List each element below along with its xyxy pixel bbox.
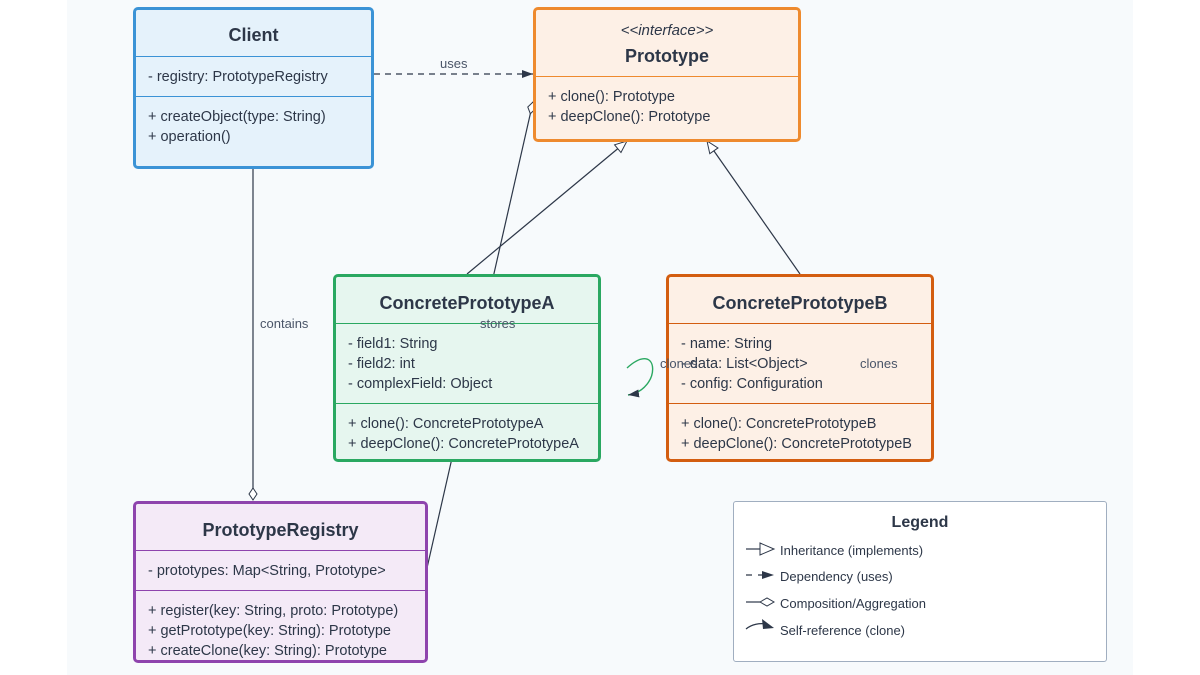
legend-item-self-reference: Self-reference (clone) bbox=[780, 623, 905, 638]
class-name: Prototype bbox=[624, 46, 709, 66]
class-name: ConcretePrototypeB bbox=[669, 277, 931, 324]
class-concrete-prototype-b[interactable]: ConcretePrototypeB - name: String - data… bbox=[666, 274, 934, 462]
methods-section: + register(key: String, proto: Prototype… bbox=[136, 591, 425, 660]
attributes-section: - field1: String - field2: int - complex… bbox=[336, 324, 598, 404]
attribute-row: - complexField: Object bbox=[348, 376, 493, 392]
inheritance-b-line bbox=[707, 141, 801, 275]
clones-label-a: clones bbox=[660, 356, 698, 371]
method-row: + clone(): Prototype bbox=[548, 89, 675, 105]
methods-section: + createObject(type: String) + operation… bbox=[136, 97, 371, 147]
stereotype-label: <<interface>> bbox=[620, 22, 714, 39]
legend: Legend Inheritance (implements) Dependen… bbox=[733, 501, 1107, 662]
aggregation-symbol-icon bbox=[746, 597, 776, 607]
clones-label-b: clones bbox=[860, 356, 898, 371]
uses-label: uses bbox=[440, 56, 468, 71]
attribute-row: - data: List<Object> bbox=[681, 356, 808, 372]
method-row: + createClone(key: String): Prototype bbox=[148, 643, 387, 659]
methods-section: + clone(): ConcretePrototypeB + deepClon… bbox=[669, 404, 931, 454]
method-row: + getPrototype(key: String): Prototype bbox=[148, 623, 391, 639]
attribute-row: - config: Configuration bbox=[681, 376, 823, 392]
inheritance-symbol-icon bbox=[746, 542, 776, 556]
legend-item-composition: Composition/Aggregation bbox=[780, 596, 926, 611]
class-concrete-prototype-a[interactable]: ConcretePrototypeA - field1: String - fi… bbox=[333, 274, 601, 462]
methods-section: + clone(): ConcretePrototypeA + deepClon… bbox=[336, 404, 598, 454]
class-name: Client bbox=[136, 10, 371, 57]
method-row: + createObject(type: String) bbox=[148, 109, 326, 125]
method-row: + clone(): ConcretePrototypeA bbox=[348, 416, 544, 432]
legend-title: Legend bbox=[891, 514, 949, 531]
class-name: PrototypeRegistry bbox=[136, 504, 425, 551]
attributes-section: - registry: PrototypeRegistry bbox=[136, 57, 371, 97]
class-prototype[interactable]: <<interface>> Prototype + clone(): Proto… bbox=[533, 7, 801, 142]
class-name: ConcretePrototypeA bbox=[336, 277, 598, 324]
class-client[interactable]: Client - registry: PrototypeRegistry + c… bbox=[133, 7, 374, 169]
attribute-row: - name: String bbox=[681, 336, 773, 352]
legend-item-inheritance: Inheritance (implements) bbox=[780, 543, 924, 558]
legend-symbols bbox=[745, 542, 776, 630]
method-row: + deepClone(): ConcretePrototypeA bbox=[348, 436, 579, 452]
method-row: + clone(): ConcretePrototypeB bbox=[681, 416, 877, 432]
method-row: + deepClone(): ConcretePrototypeB bbox=[681, 436, 912, 452]
attribute-row: - registry: PrototypeRegistry bbox=[148, 69, 328, 85]
class-prototype-registry[interactable]: PrototypeRegistry - prototypes: Map<Stri… bbox=[133, 501, 428, 663]
inheritance-a-line bbox=[466, 141, 627, 275]
attribute-row: - prototypes: Map<String, Prototype> bbox=[148, 563, 386, 579]
method-row: + operation() bbox=[148, 129, 231, 145]
attributes-section: - name: String - data: List<Object> - co… bbox=[669, 324, 931, 404]
method-row: + deepClone(): Prototype bbox=[548, 109, 711, 125]
legend-item-dependency: Dependency (uses) bbox=[780, 569, 893, 584]
methods-section: + clone(): Prototype + deepClone(): Prot… bbox=[536, 77, 798, 127]
contains-label: contains bbox=[260, 316, 309, 331]
dependency-symbol-icon bbox=[746, 571, 774, 579]
attribute-row: - field1: String bbox=[348, 336, 438, 352]
attribute-row: - field2: int bbox=[348, 356, 415, 372]
attributes-section: - prototypes: Map<String, Prototype> bbox=[136, 551, 425, 591]
clone-self-reference-a bbox=[626, 358, 654, 398]
stores-label: stores bbox=[480, 316, 516, 331]
method-row: + register(key: String, proto: Prototype… bbox=[148, 603, 399, 619]
self-reference-symbol-icon bbox=[745, 619, 774, 630]
class-header: <<interface>> Prototype bbox=[536, 10, 798, 77]
